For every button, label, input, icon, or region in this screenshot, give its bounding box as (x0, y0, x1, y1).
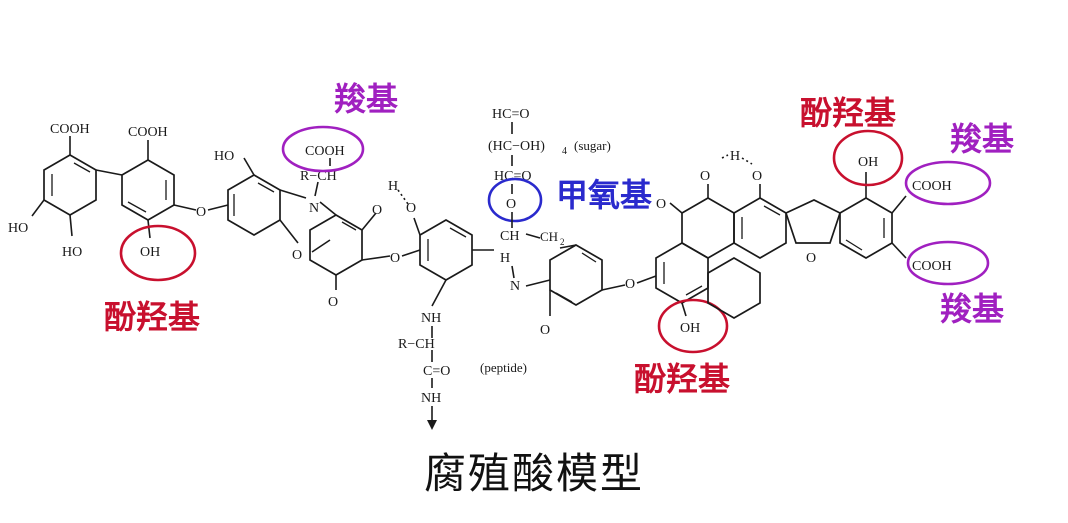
cooh-ring3: COOH (305, 144, 345, 159)
ring-right-c (733, 197, 787, 259)
ch-sugar: CH (500, 229, 519, 244)
quinone-o-1: O (372, 203, 382, 218)
highlight-carboxyl-2 (904, 160, 992, 206)
label-phenolic-1: 酚羟基 (104, 298, 200, 336)
hc-oh-sugar: (HC−OH) (488, 139, 545, 154)
ch2-subscript: 2 (560, 237, 565, 247)
c-o-peptide: C=O (423, 364, 450, 379)
h-bond-left: H (388, 179, 398, 194)
highlight-carboxyl-3 (906, 240, 990, 286)
ho-ring1-b: HO (62, 245, 82, 260)
label-carboxyl-3: 羧基 (940, 290, 1004, 328)
ring-right-b (681, 197, 735, 259)
label-phenolic-3: 酚羟基 (634, 360, 730, 398)
peptide-arrow (427, 420, 437, 430)
highlight-phenolic-3 (657, 298, 729, 354)
cooh-ring2: COOH (128, 125, 168, 140)
highlight-methoxy (487, 177, 543, 223)
ring-quinone-a (309, 214, 363, 276)
r-ch-left: R−CH (300, 169, 337, 184)
oh-ring2: OH (140, 245, 160, 260)
cooh-ring-right-1: COOH (912, 179, 952, 194)
label-methoxy: 甲氧基 (556, 176, 652, 214)
quinone-o-2: O (328, 295, 338, 310)
ring-right-a (655, 242, 709, 304)
ho-ring3: HO (214, 149, 234, 164)
n-ring3: N (309, 201, 319, 216)
ring-center-left-a (227, 174, 281, 236)
label-carboxyl-2: 羧基 (950, 120, 1014, 158)
ether-o-1: O (196, 205, 206, 220)
ketone-o-2: O (700, 169, 710, 184)
quinonimine-o: O (540, 323, 550, 338)
sugar-label: (sugar) (574, 138, 611, 153)
oh-ring-right-e: OH (858, 155, 878, 170)
highlight-phenolic-2 (832, 129, 904, 187)
cooh-ring1: COOH (50, 122, 90, 137)
ring-left-1 (43, 154, 97, 216)
ring-o-ring3: O (292, 248, 302, 263)
methoxy-o: O (506, 197, 516, 212)
nh-peptide: NH (421, 391, 441, 406)
hc-oh-subscript: 4 (562, 146, 567, 157)
highlight-phenolic-1 (119, 224, 197, 282)
ketone-o-1: O (656, 197, 666, 212)
n-quinonimine: N (510, 279, 520, 294)
furan-o: O (806, 251, 816, 266)
diagram-caption: 腐殖酸模型 (423, 449, 644, 498)
ch2-label: CH (540, 229, 558, 244)
hc-o-sugar: HC=O (492, 107, 529, 122)
ring-quinonimine (549, 244, 603, 306)
ether-o-3: O (625, 277, 635, 292)
ring-furan (784, 199, 842, 244)
nh-center: NH (421, 311, 441, 326)
ho-ring1-a: HO (8, 221, 28, 236)
oh-ring-right-a: OH (680, 321, 700, 336)
ring-right-d (707, 257, 761, 319)
highlight-carboxyl-1 (281, 125, 365, 173)
methoxy-o-center: O (406, 201, 416, 216)
hydroxy-o-right: O (752, 169, 762, 184)
label-carboxyl-1: 羧基 (334, 80, 398, 118)
h-center: H (500, 251, 510, 266)
ether-o-2: O (390, 251, 400, 266)
h-bond-right: H (730, 149, 740, 164)
label-phenolic-2: 酚羟基 (800, 94, 896, 132)
r-ch-peptide: R−CH (398, 337, 435, 352)
cooh-ring-right-2: COOH (912, 259, 952, 274)
ring-center (419, 219, 473, 281)
ring-left-2 (121, 159, 175, 221)
peptide-label: (peptide) (480, 360, 527, 375)
ring-right-e (839, 197, 893, 259)
